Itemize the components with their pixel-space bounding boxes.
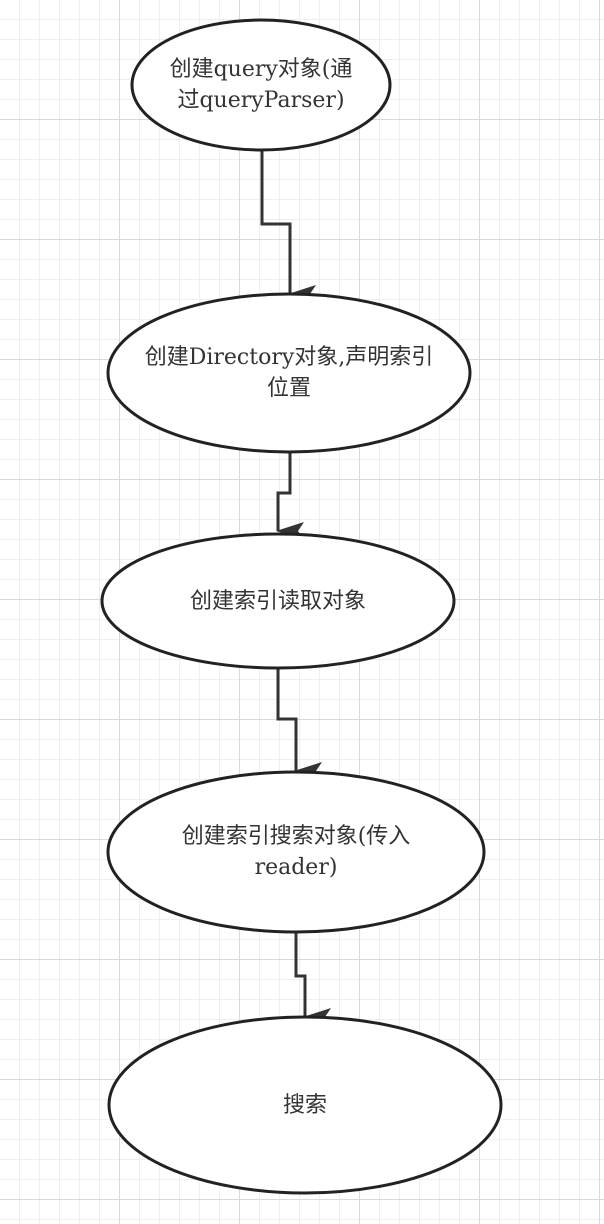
node-create-searcher-label: 创建索引搜索对象(传入 reader) xyxy=(181,824,411,880)
edge-n4-n5 xyxy=(294,932,331,1026)
node-create-query-ellipse[interactable] xyxy=(130,18,392,152)
node-create-directory-ellipse[interactable] xyxy=(106,292,472,454)
node-create-directory-label: 创建Directory对象,声明索引 位置 xyxy=(144,345,434,401)
edge-n1-n2 xyxy=(260,150,316,303)
edge-n3-n4 xyxy=(276,668,322,780)
node-create-searcher-ellipse[interactable] xyxy=(106,770,486,934)
edge-n2-n3 xyxy=(276,452,304,540)
node-create-reader-ellipse[interactable] xyxy=(100,532,456,670)
node-create-query-label: 创建query对象(通 过queryParser) xyxy=(169,57,353,113)
node-search-ellipse[interactable] xyxy=(107,1015,503,1195)
node-create-reader-label: 创建索引读取对象 xyxy=(189,588,366,614)
node-search-label: 搜索 xyxy=(282,1092,327,1118)
